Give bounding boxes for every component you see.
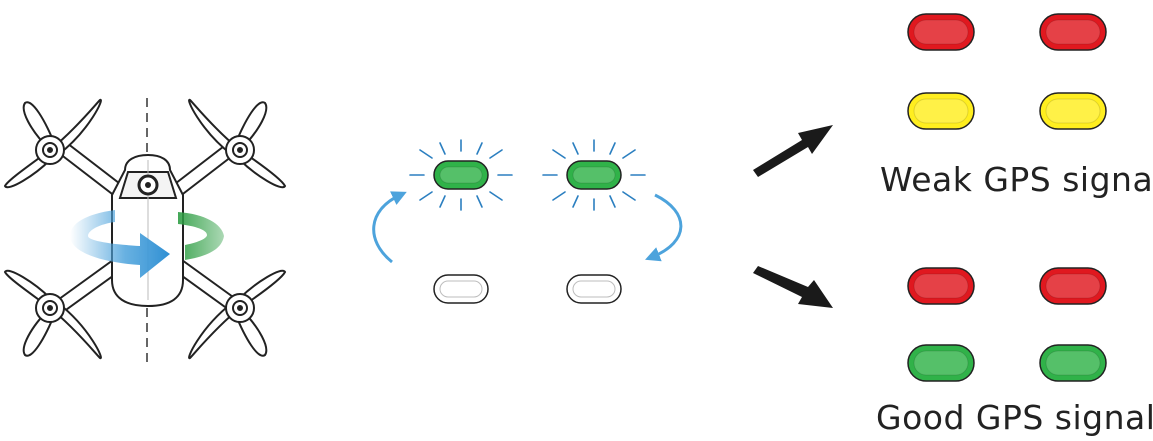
front-led-1 <box>433 160 489 190</box>
rotate-arrow-left-icon <box>372 191 407 264</box>
calibration-leds <box>372 139 683 304</box>
arrow-to-weak <box>753 125 833 177</box>
pointer-arrow-icon <box>753 125 833 308</box>
blink-rays-left <box>409 139 513 211</box>
rotate-arrow-icon <box>70 210 224 278</box>
good-led-top-2 <box>1039 267 1107 305</box>
rotation-band-blue <box>70 210 170 278</box>
arrow-to-good <box>753 266 833 308</box>
rear-led-1 <box>433 274 489 304</box>
weak-signal-leds <box>907 13 1107 130</box>
front-led-2 <box>566 160 622 190</box>
rear-led-2 <box>566 274 622 304</box>
good-gps-signal-label: Good GPS signal <box>876 398 1153 437</box>
weak-led-top-1 <box>907 13 975 51</box>
propeller-front-left <box>3 98 102 189</box>
drone-icon <box>3 98 287 365</box>
weak-gps-signal-label: Weak GPS signal <box>880 160 1153 199</box>
front-leds <box>433 160 622 190</box>
good-signal-leds <box>907 267 1107 382</box>
good-led-top-1 <box>907 267 975 305</box>
good-led-bottom-1 <box>907 344 975 382</box>
propeller-rear-left <box>3 269 102 360</box>
weak-led-bottom-1 <box>907 92 975 130</box>
good-led-bottom-2 <box>1039 344 1107 382</box>
rear-leds <box>433 274 622 304</box>
rotation-band-green <box>178 212 224 260</box>
propeller-rear-right <box>188 269 287 360</box>
propeller-front-right <box>188 98 287 189</box>
blink-rays-right <box>542 139 646 211</box>
weak-led-bottom-2 <box>1039 92 1107 130</box>
drone-arms <box>53 138 242 314</box>
weak-led-top-2 <box>1039 13 1107 51</box>
drone-body <box>111 153 184 308</box>
rotate-arrow-right-icon <box>645 193 683 262</box>
